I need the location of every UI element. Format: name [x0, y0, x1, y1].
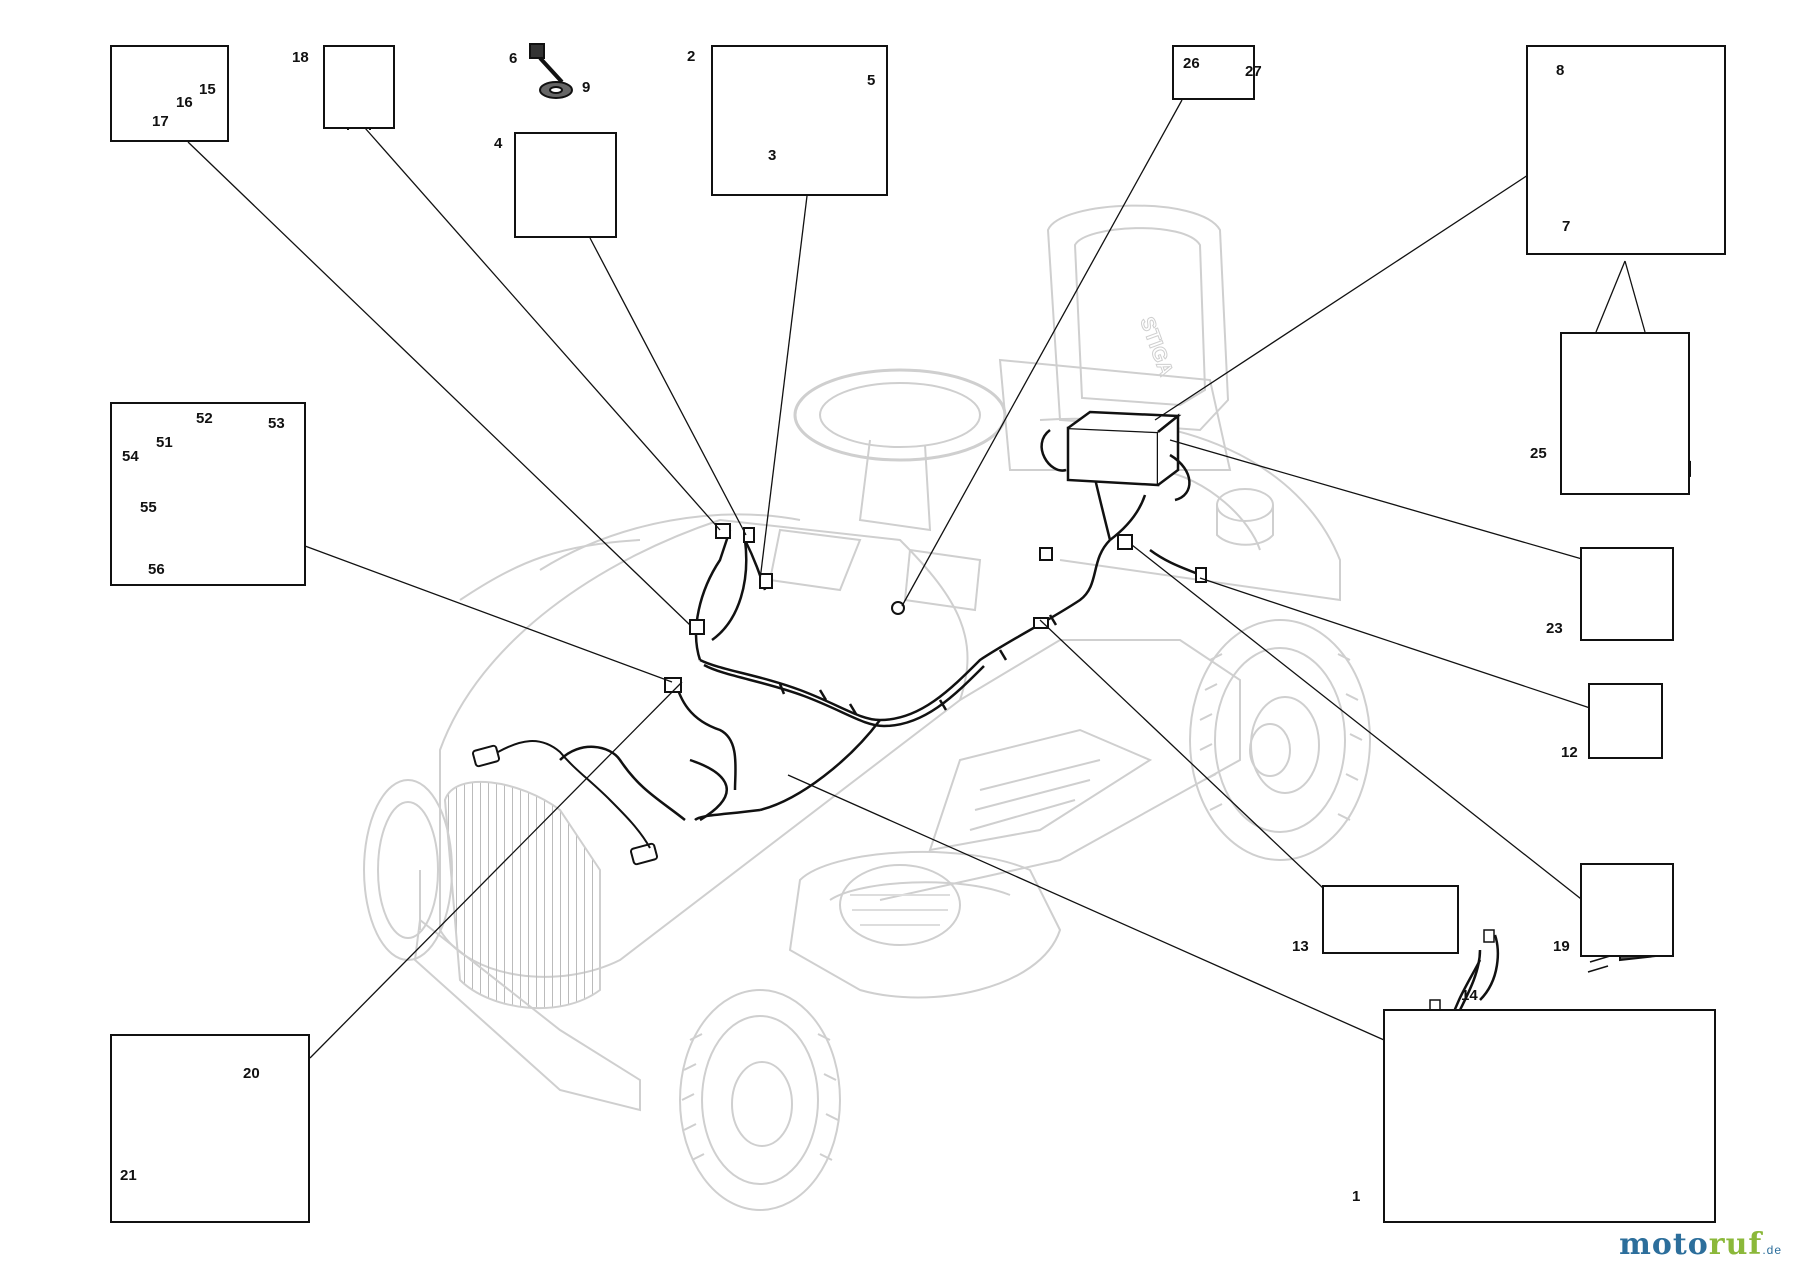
box-pressure-switch [1588, 683, 1663, 759]
callout-55: 55 [140, 499, 157, 516]
callout-7: 7 [1562, 218, 1571, 235]
installed-battery [1040, 410, 1191, 502]
callout-19: 19 [1553, 938, 1570, 955]
callout-51: 51 [156, 434, 173, 451]
brand-suffix: .de [1762, 1243, 1782, 1257]
callout-1: 1 [1352, 1188, 1361, 1205]
brand-part2: ruf [1708, 1227, 1763, 1262]
box-safety-switch [323, 45, 395, 129]
box-solenoid [110, 402, 306, 586]
callout-23: 23 [1546, 620, 1563, 637]
callout-2: 2 [687, 48, 696, 65]
callout-15: 15 [199, 81, 216, 98]
callout-9: 9 [582, 79, 591, 96]
callout-12: 12 [1561, 744, 1578, 761]
mower-seat-logo: STIGA [1135, 314, 1177, 379]
leader-lines [187, 99, 1646, 1059]
box-rocker-switch-23 [1580, 547, 1674, 641]
callout-3: 3 [768, 147, 777, 164]
callout-18: 18 [292, 49, 309, 66]
box-rocker-switch-19 [1580, 863, 1674, 957]
callout-5: 5 [867, 72, 876, 89]
box-battery [1526, 45, 1726, 255]
callout-56: 56 [148, 561, 165, 578]
part-ignition-key [529, 43, 573, 99]
mower-outline [363, 204, 1371, 1211]
box-fuse-holder [110, 45, 229, 142]
box-control-module [711, 45, 888, 196]
box-relay [1322, 885, 1459, 954]
box-bolt [1172, 45, 1255, 100]
callout-26: 26 [1183, 55, 1200, 72]
callout-4: 4 [494, 135, 503, 152]
box-wiring-harness [1383, 1009, 1716, 1223]
brand-part1: moto [1619, 1227, 1709, 1262]
box-ignition-switch [514, 132, 617, 238]
box-battery-charger [1560, 332, 1690, 495]
callout-20: 20 [243, 1065, 260, 1082]
callout-54: 54 [122, 448, 139, 465]
callout-17: 17 [152, 113, 169, 130]
installed-headlights [472, 740, 658, 866]
callout-6: 6 [509, 50, 518, 67]
callout-52: 52 [196, 410, 213, 427]
callout-16: 16 [176, 94, 193, 111]
callout-14: 14 [1461, 987, 1478, 1004]
brand-watermark: motoruf.de [1619, 1227, 1782, 1262]
callout-21: 21 [120, 1167, 137, 1184]
callout-25: 25 [1530, 445, 1547, 462]
callout-53: 53 [268, 415, 285, 432]
callout-27: 27 [1245, 63, 1262, 80]
box-light-harness [110, 1034, 310, 1223]
callout-13: 13 [1292, 938, 1309, 955]
callout-8: 8 [1556, 62, 1565, 79]
